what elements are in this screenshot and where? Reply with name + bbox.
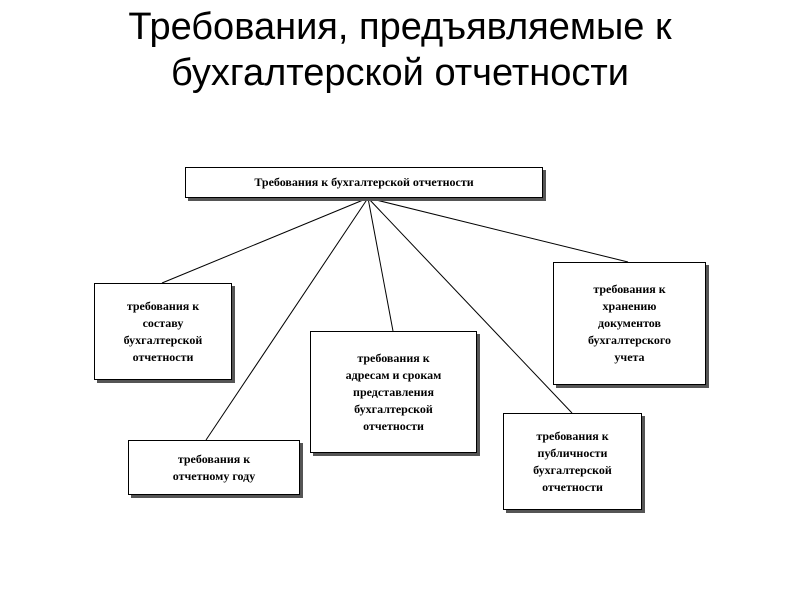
node-line: требования к — [357, 350, 430, 365]
connector-to-storage — [367, 197, 629, 263]
node-line: хранению — [602, 299, 657, 313]
connector-to-composition — [161, 197, 369, 284]
node-line: публичности — [537, 445, 608, 460]
root-node: Требования к бухгалтерской отчетности — [185, 167, 543, 198]
root-label: Требования к бухгалтерской отчетности — [254, 175, 474, 189]
node-line: учета — [614, 350, 645, 364]
node-line: составу — [142, 315, 184, 330]
slide-title: Требования, предъявляемые к бухгалтерско… — [40, 4, 760, 96]
node-line: представления — [353, 384, 434, 399]
connector-to-addresses-deadlines — [367, 197, 394, 332]
connector-to-publicity — [367, 197, 573, 414]
node-line: бухгалтерской — [354, 401, 433, 416]
node-storage-requirements: требования к хранению документов бухгалт… — [553, 262, 706, 385]
node-line: адресам и срокам — [345, 367, 442, 382]
connector-to-reporting-year — [205, 197, 369, 441]
node-reporting-year-requirements: требования к отчетному году — [128, 440, 300, 495]
node-line: требования к — [536, 428, 609, 443]
node-addresses-deadlines-requirements: требования к адресам и срокам представле… — [310, 331, 477, 453]
node-line: требования к — [177, 451, 251, 466]
node-line: бухгалтерской — [533, 462, 612, 477]
node-line: бухгалтерской — [123, 332, 203, 347]
node-line: отчетности — [132, 349, 194, 364]
node-line: отчетности — [542, 479, 603, 494]
node-line: бухгалтерского — [588, 333, 671, 347]
title-line-2: бухгалтерской отчетности — [170, 52, 629, 94]
node-line: отчетности — [363, 418, 424, 433]
title-line-1: Требования, предъявляемые к — [128, 6, 672, 48]
node-line: документов — [598, 316, 661, 330]
node-line: требования к — [126, 298, 200, 313]
node-line: требования к — [593, 282, 666, 296]
node-composition-requirements: требования к составу бухгалтерской отчет… — [94, 283, 232, 380]
node-line: отчетному году — [172, 468, 256, 483]
node-publicity-requirements: требования к публичности бухгалтерской о… — [503, 413, 642, 510]
